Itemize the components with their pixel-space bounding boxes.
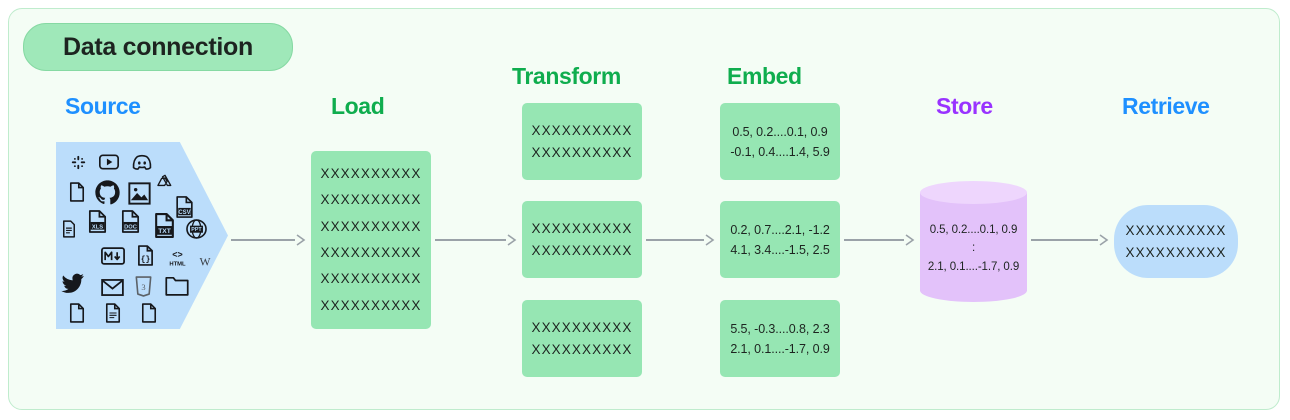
stage-label-source: Source [65, 93, 141, 119]
svg-text:3: 3 [141, 281, 145, 291]
embed-vector-row: -0.1, 0.4....1.4, 5.9 [730, 144, 830, 159]
transform-row: XXXXXXXXXX [531, 319, 633, 335]
load-row: XXXXXXXXXX [320, 192, 422, 208]
load-box: XXXXXXXXXX XXXXXXXXXX XXXXXXXXXX XXXXXXX… [311, 151, 431, 329]
txt-file-icon: TXT [152, 212, 176, 238]
svg-text:{}: {} [140, 255, 150, 264]
cylinder-top [920, 181, 1027, 204]
csv-file-icon: CSV [174, 195, 194, 218]
page-title: Data connection [63, 32, 253, 61]
transform-row: XXXXXXXXXX [531, 220, 633, 236]
embed-vector-row: 0.5, 0.2....0.1, 0.9 [732, 124, 828, 139]
folder-icon [164, 275, 189, 297]
svg-text:HTML: HTML [169, 261, 186, 267]
google-drive-icon [157, 173, 173, 189]
cylinder-body [920, 192, 1027, 291]
transform-box: XXXXXXXXXX XXXXXXXXXX [522, 103, 642, 180]
embed-vector-row: 0.2, 0.7....2.1, -1.2 [730, 222, 830, 237]
load-row: XXXXXXXXXX [320, 166, 422, 182]
ppt-file-icon: PPT [186, 218, 207, 239]
css3-icon: 3 [134, 275, 152, 297]
load-row: XXXXXXXXXX [320, 297, 422, 313]
html-icon: <> HTML [164, 248, 190, 268]
embed-vector-row: 5.5, -0.3....0.8, 2.3 [730, 321, 830, 336]
store-row: 2.1, 0.1....-1.7, 0.9 [927, 260, 1020, 273]
retrieve-row: XXXXXXXXXX [1125, 244, 1227, 260]
doc-file-icon: DOC [119, 209, 141, 233]
email-icon [100, 278, 124, 297]
markdown-icon [101, 246, 125, 265]
svg-text:CSV: CSV [178, 209, 190, 215]
store-row: : [971, 242, 976, 255]
discord-icon [131, 153, 153, 171]
transform-row: XXXXXXXXXX [531, 341, 633, 357]
load-row: XXXXXXXXXX [320, 245, 422, 260]
stage-label-transform: Transform [512, 63, 621, 89]
svg-text:XLS: XLS [91, 224, 102, 230]
store-row: 0.5, 0.2....0.1, 0.9 [929, 223, 1018, 236]
transform-box: XXXXXXXXXX XXXXXXXXXX [522, 201, 642, 278]
transform-row: XXXXXXXXXX [531, 242, 633, 258]
svg-text:W: W [199, 256, 211, 269]
wikipedia-icon: W [196, 252, 214, 270]
diagram-canvas: Data connection Source Load Transform Em… [8, 8, 1280, 410]
svg-text:<>: <> [172, 249, 182, 259]
twitter-icon [61, 272, 85, 293]
arrow-source-to-load [231, 234, 307, 246]
store-text: 0.5, 0.2....0.1, 0.9 : 2.1, 0.1....-1.7,… [920, 199, 1027, 298]
transform-box: XXXXXXXXXX XXXXXXXXXX [522, 300, 642, 377]
embed-vector-row: 4.1, 3.4....-1.5, 2.5 [730, 242, 830, 257]
document-icon [61, 219, 76, 238]
file-icon [68, 181, 85, 202]
diagram-title-pill: Data connection [23, 23, 293, 71]
file-icon-2 [68, 302, 85, 323]
file-icon-3 [140, 302, 157, 323]
slack-icon [69, 153, 87, 171]
github-icon [93, 178, 121, 206]
stage-label-store: Store [936, 93, 993, 119]
retrieve-box: XXXXXXXXXX XXXXXXXXXX [1114, 205, 1238, 278]
image-icon [127, 181, 151, 205]
embed-box: 0.2, 0.7....2.1, -1.2 4.1, 3.4....-1.5, … [720, 201, 840, 278]
stage-label-load: Load [331, 93, 385, 119]
svg-text:DOC: DOC [124, 224, 137, 230]
youtube-icon [99, 153, 119, 171]
arrow-load-to-transform [435, 234, 518, 246]
svg-text:PPT: PPT [191, 227, 202, 233]
embed-vector-row: 2.1, 0.1....-1.7, 0.9 [730, 341, 830, 356]
source-icon-cluster: CSV XLS DOC [56, 142, 228, 329]
load-row: XXXXXXXXXX [320, 271, 422, 287]
stage-label-embed: Embed [727, 63, 802, 89]
arrow-embed-to-store [844, 234, 916, 246]
transform-row: XXXXXXXXXX [531, 122, 633, 138]
load-row: XXXXXXXXXX [320, 218, 422, 234]
xls-file-icon: XLS [86, 209, 108, 233]
arrow-transform-to-embed [646, 234, 716, 246]
stage-label-retrieve: Retrieve [1122, 93, 1210, 119]
store-database-cylinder: 0.5, 0.2....0.1, 0.9 : 2.1, 0.1....-1.7,… [920, 181, 1027, 302]
arrow-store-to-retrieve [1031, 234, 1110, 246]
embed-box: 0.5, 0.2....0.1, 0.9 -0.1, 0.4....1.4, 5… [720, 103, 840, 180]
retrieve-row: XXXXXXXXXX [1125, 222, 1227, 238]
embed-box: 5.5, -0.3....0.8, 2.3 2.1, 0.1....-1.7, … [720, 300, 840, 377]
json-file-icon: {} [136, 244, 154, 266]
svg-text:TXT: TXT [158, 228, 171, 235]
text-file-icon [104, 302, 121, 323]
transform-row: XXXXXXXXXX [531, 144, 633, 160]
